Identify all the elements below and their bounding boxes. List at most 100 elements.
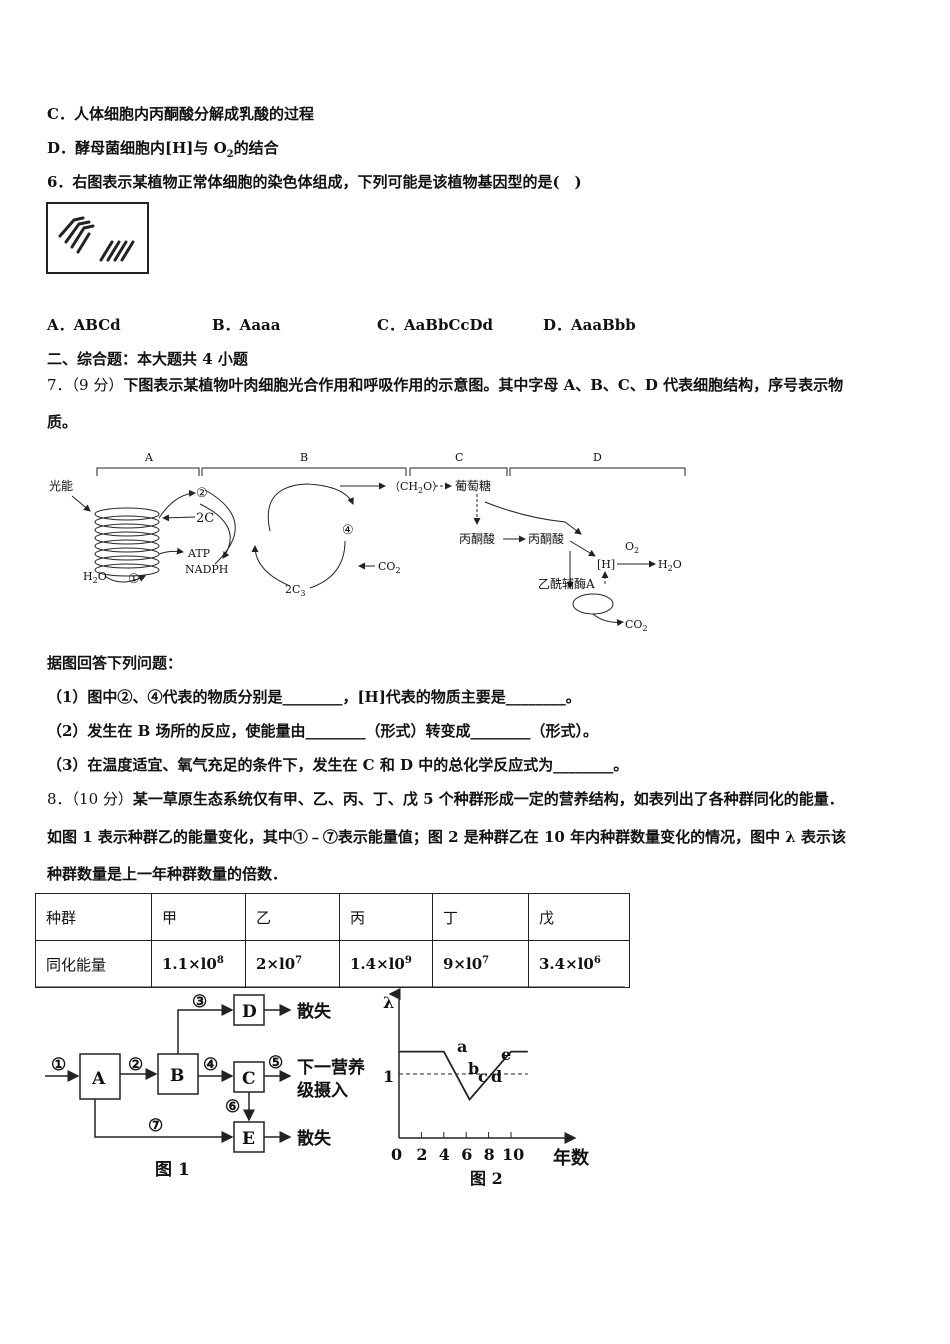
label-b: B bbox=[300, 451, 308, 464]
arrow-3: ③ bbox=[192, 992, 207, 1012]
q8-stem-text: 某一草原生态系统仅有甲、乙、丙、丁、戊 5 个种群形成一定的营养结构，如表列出了… bbox=[132, 790, 844, 808]
arrow-7: ⑦ bbox=[148, 1116, 163, 1136]
table-cell: 种群 bbox=[35, 893, 152, 941]
arrow-5: ⑤ bbox=[268, 1053, 283, 1073]
label-lost-2: 散失 bbox=[297, 1128, 332, 1149]
section-heading: 二、综合题：本大题共 4 小题 bbox=[47, 350, 248, 368]
label-c: C bbox=[455, 451, 463, 464]
table-cell: 9×l07 bbox=[432, 940, 529, 988]
label-h: [H] bbox=[597, 558, 615, 571]
point-label-b: b bbox=[468, 1059, 479, 1078]
q6-stem: 6．右图表示某植物正常体细胞的染色体组成，下列可能是该植物基因型的是( ) bbox=[47, 173, 582, 191]
label-c1: ① bbox=[128, 572, 140, 587]
photosynthesis-respiration-diagram: A B C D 光能 ② 2C ④ ① ATP NADPH H2O （CH2O）… bbox=[49, 451, 686, 633]
table-cell: 丁 bbox=[432, 893, 529, 941]
q6-option-d: D．AaaBbb bbox=[543, 316, 636, 334]
label-next-2: 级摄入 bbox=[297, 1080, 348, 1101]
x-tick-label: 6 bbox=[461, 1145, 472, 1164]
box-a: A bbox=[91, 1069, 106, 1089]
label-pyruvate-2: 丙酮酸 bbox=[528, 531, 564, 546]
point-label-e: e bbox=[501, 1045, 511, 1064]
x-tick-label: 8 bbox=[484, 1145, 495, 1164]
label-next-1: 下一营养 bbox=[297, 1057, 366, 1078]
x-tick-label: 2 bbox=[416, 1145, 427, 1164]
q6-option-b: B．Aaaa bbox=[212, 316, 281, 334]
label-glucose: 葡萄糖 bbox=[455, 478, 491, 493]
q7-subquestion-1: （1）图中②、④代表的物质分别是________，[H]代表的物质主要是____… bbox=[47, 688, 581, 706]
lambda-series-line bbox=[399, 1050, 528, 1102]
q6-option-c: C．AaBbCcDd bbox=[377, 316, 494, 334]
arrow-4: ④ bbox=[203, 1055, 218, 1075]
label-ch2o: （CH2O） bbox=[389, 480, 443, 495]
fig2-caption: 图 2 bbox=[470, 1169, 503, 1188]
label-a: A bbox=[144, 451, 154, 464]
label-c3: 2C bbox=[196, 511, 214, 526]
table-row: 同化能量 1.1×l08 2×l07 1.4×l09 9×l07 3.4×l06 bbox=[35, 940, 630, 988]
q8-stem-line2: 如图 1 表示种群乙的能量变化，其中①﹣⑦表示能量值；图 2 是种群乙在 10 … bbox=[47, 828, 847, 846]
arrow-1: ① bbox=[51, 1055, 66, 1075]
fig1-caption: 图 1 bbox=[155, 1160, 190, 1180]
label-light: 光能 bbox=[49, 479, 73, 493]
y-tick-one: 1 bbox=[383, 1067, 394, 1086]
table-cell: 戊 bbox=[528, 893, 630, 941]
q7-number: 7．（9 分） bbox=[47, 376, 124, 394]
energy-flow-figure: A B D C E ① ② ③ ④ ⑤ ⑥ ⑦ 散失 下一营养 级摄入 散失 图… bbox=[45, 992, 366, 1180]
q5-option-d: D．酵母菌细胞内[H]与 O2的结合 bbox=[47, 137, 279, 160]
table-cell: 甲 bbox=[151, 893, 246, 941]
q7-subquestion-2: （2）发生在 B 场所的反应，使能量由________（形式）转变成______… bbox=[47, 722, 599, 740]
q6-option-a: A．ABCd bbox=[47, 316, 121, 334]
x-tick-label: 4 bbox=[439, 1145, 450, 1164]
label-nadph: NADPH bbox=[185, 563, 228, 576]
arrow-6: ⑥ bbox=[225, 1097, 240, 1117]
label-acetyl-coa: 乙酰辅酶A bbox=[538, 576, 595, 591]
label-c2: ② bbox=[196, 486, 208, 501]
label-co2-calvin: CO2 bbox=[378, 560, 401, 575]
q5-option-d-text: D．酵母菌细胞内[H]与 O bbox=[47, 139, 227, 157]
table-cell: 同化能量 bbox=[35, 940, 152, 988]
q8-stem-line1: 8．（10 分）某一草原生态系统仅有甲、乙、丙、丁、戊 5 个种群形成一定的营养… bbox=[47, 788, 844, 809]
q7-stem-text: 下图表示某植物叶肉细胞光合作用和呼吸作用的示意图。其中字母 A、B、C、D 代表… bbox=[123, 376, 844, 394]
table-cell: 2×l07 bbox=[245, 940, 340, 988]
label-pyruvate-1: 丙酮酸 bbox=[459, 531, 495, 546]
energy-table: 种群 甲 乙 丙 丁 戊 同化能量 1.1×l08 2×l07 1.4×l09 … bbox=[35, 893, 630, 988]
point-label-a: a bbox=[457, 1037, 467, 1056]
q5-option-d-sub: 2 bbox=[226, 149, 234, 160]
table-bottom-edge bbox=[35, 986, 625, 988]
label-h2o: H2O bbox=[83, 570, 107, 585]
table-cell: 3.4×l06 bbox=[528, 940, 630, 988]
q7-prompt: 据图回答下列问题： bbox=[47, 654, 183, 672]
table-cell: 1.4×l09 bbox=[339, 940, 433, 988]
x-tick-label: 10 bbox=[502, 1145, 524, 1164]
q5-option-c: C．人体细胞内丙酮酸分解成乳酸的过程 bbox=[47, 105, 314, 123]
point-label-d: d bbox=[491, 1067, 502, 1086]
box-d: D bbox=[242, 1002, 257, 1022]
q7-stem-line1: 7．（9 分）下图表示某植物叶肉细胞光合作用和呼吸作用的示意图。其中字母 A、B… bbox=[47, 374, 843, 395]
table-cell: 乙 bbox=[245, 893, 340, 941]
box-b: B bbox=[170, 1066, 184, 1086]
table-row: 种群 甲 乙 丙 丁 戊 bbox=[35, 893, 630, 941]
x-tick-zero: 0 bbox=[391, 1145, 402, 1164]
label-co2-bottom: CO2 bbox=[625, 618, 648, 633]
box-c: C bbox=[242, 1069, 256, 1089]
chromosome-figure bbox=[46, 202, 149, 274]
q8-number: 8．（10 分） bbox=[47, 790, 133, 808]
x-axis-unit: 年数 bbox=[553, 1147, 590, 1169]
table-cell: 1.1×l08 bbox=[151, 940, 246, 988]
y-axis-label: λ bbox=[383, 993, 394, 1012]
label-o2: O2 bbox=[625, 540, 639, 555]
arrow-2: ② bbox=[128, 1055, 143, 1075]
label-2c3: 2C3 bbox=[285, 583, 306, 598]
q7-stem-line2: 质。 bbox=[47, 413, 78, 431]
label-atp: ATP bbox=[187, 547, 211, 560]
box-e: E bbox=[242, 1129, 255, 1149]
table-cell: 丙 bbox=[339, 893, 433, 941]
label-h2o-right: H2O bbox=[658, 558, 682, 573]
point-label-c: c bbox=[478, 1067, 488, 1086]
label-c4: ④ bbox=[342, 523, 354, 538]
q5-option-d-suffix: 的结合 bbox=[233, 139, 279, 157]
q8-stem-line3: 种群数量是上一年种群数量的倍数． bbox=[47, 865, 288, 883]
label-d: D bbox=[593, 451, 602, 464]
label-lost-1: 散失 bbox=[297, 1001, 332, 1022]
q7-subquestion-3: （3）在温度适宜、氧气充足的条件下，发生在 C 和 D 中的总化学反应式为___… bbox=[47, 756, 629, 774]
